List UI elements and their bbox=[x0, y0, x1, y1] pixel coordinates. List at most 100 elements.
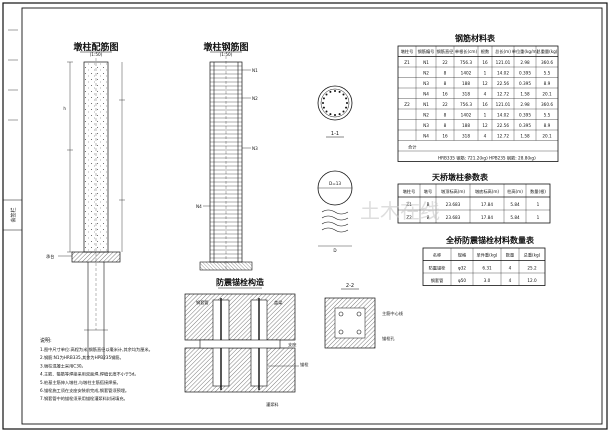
table-cell: 14.02 bbox=[497, 112, 509, 117]
anchor-lower-block bbox=[184, 347, 296, 393]
table-cell: 188 bbox=[462, 123, 470, 128]
anchor-label: 锚栓 bbox=[300, 361, 309, 368]
table-cell: 12 bbox=[482, 81, 488, 86]
table-cell: 4 bbox=[484, 133, 487, 138]
rebar-dot bbox=[342, 110, 345, 113]
dim-h-label: h bbox=[63, 106, 66, 111]
section-1-label: 1-1 bbox=[331, 131, 339, 137]
table-cell: B bbox=[427, 202, 430, 207]
table-cell: 12.72 bbox=[497, 91, 509, 96]
table-cell: 5.84 bbox=[510, 215, 520, 220]
table-cell: N3 bbox=[423, 123, 429, 128]
table-cell: 1402 bbox=[461, 112, 472, 117]
table-header-cell: 根数 bbox=[481, 48, 490, 55]
rebar-dot bbox=[329, 113, 332, 116]
section-1-rebar-dots bbox=[322, 90, 348, 116]
table-header-cell: 名称 bbox=[433, 252, 441, 259]
table-cell: 121.01 bbox=[496, 60, 511, 65]
table-cell: 1 bbox=[537, 215, 540, 220]
table-cell: 8 bbox=[444, 112, 447, 117]
section-2-label: 2-2 bbox=[346, 283, 354, 289]
pile-elevation-title: 墩柱配筋图 bbox=[73, 41, 118, 53]
table-header-cell: 单位重(kg/m) bbox=[512, 48, 539, 55]
side-stamp: 会签栏 bbox=[8, 29, 18, 223]
table-cell: Z2 bbox=[404, 102, 410, 107]
note-line: 2.钢筋:N1为HRB335,其余为HPB235钢筋。 bbox=[40, 354, 124, 361]
table-cell: 16 bbox=[442, 133, 448, 138]
table-cell: 4 bbox=[484, 91, 487, 96]
table-header-cell: 墩号 bbox=[424, 188, 432, 195]
table-cell: N1 bbox=[423, 60, 429, 65]
table-cell: N2 bbox=[423, 112, 429, 117]
table-cell: 14.02 bbox=[497, 70, 509, 75]
table-cell: 5.5 bbox=[544, 70, 551, 75]
rebar-dot bbox=[329, 90, 332, 93]
table-cell: Z1 bbox=[404, 60, 410, 65]
table-header-cell: 总长(m) bbox=[495, 48, 511, 55]
note-line: 7.钢套管中的锚栓须采用锚栓灌浆料封闭填充。 bbox=[40, 395, 128, 402]
sleeve-label: 钢套管 bbox=[196, 299, 209, 306]
table-cell: 318 bbox=[462, 91, 470, 96]
rebar-dot bbox=[338, 113, 341, 116]
table-cell: 钢套管 bbox=[431, 277, 444, 284]
table-cell: 12 bbox=[482, 123, 488, 128]
table-cell: 20.1 bbox=[542, 91, 552, 96]
bearing-label: 支座 bbox=[288, 341, 296, 348]
table-cell: 2.98 bbox=[520, 60, 530, 65]
table-header-cell: 数量(根) bbox=[530, 188, 546, 195]
table-cell: 20.1 bbox=[542, 133, 552, 138]
pile-rebar-title: 墩柱钢筋图 bbox=[203, 41, 248, 53]
table-cell: 1402 bbox=[461, 70, 472, 75]
rebar-dot bbox=[334, 90, 336, 92]
rebar-table-grid: 墩柱号钢筋编号钢筋直径单根长(cm)根数总长(m)单位重(kg/m)总重量(kg… bbox=[397, 45, 559, 162]
pier-params-title: 天桥墩柱参数表 bbox=[432, 172, 489, 182]
table-cell: 22.56 bbox=[497, 123, 509, 128]
table-cell: φ50 bbox=[458, 278, 466, 283]
rebar-dot bbox=[322, 106, 325, 109]
table-border bbox=[422, 247, 546, 286]
table-cell: B bbox=[427, 215, 430, 220]
main-rebar-label: 主筋中心线 bbox=[382, 310, 404, 317]
rebar-dot bbox=[338, 90, 341, 93]
table-cell: 360.6 bbox=[541, 102, 553, 107]
rebar-dot bbox=[346, 102, 348, 104]
table-cell: 17.84 bbox=[481, 215, 493, 220]
table-cell: 188 bbox=[462, 81, 470, 86]
anchor-table-title: 全桥防震锚栓材料数量表 bbox=[445, 235, 535, 245]
rebar-dot bbox=[325, 110, 328, 113]
table-border bbox=[397, 183, 551, 224]
side-stamp-ticks bbox=[8, 29, 18, 121]
table-cell: Z1 bbox=[406, 202, 412, 207]
table-header-cell: 柱高(m) bbox=[507, 188, 523, 195]
label-n1-top: N1 bbox=[252, 68, 258, 73]
table-cell: 8.9 bbox=[544, 81, 551, 86]
table-header-cell: 钢筋编号 bbox=[418, 48, 435, 55]
section-2-2: 2-2 主筋中心线 锚栓孔 bbox=[324, 283, 404, 349]
table-cell: 16 bbox=[442, 91, 448, 96]
rebar-dot bbox=[342, 93, 345, 96]
table-header-cell: 墩柱号 bbox=[403, 188, 416, 195]
table-cell: 5.5 bbox=[544, 112, 551, 117]
grout-label: 灌浆料 bbox=[266, 401, 279, 408]
table-cell: N3 bbox=[423, 81, 429, 86]
table-cell: 12.72 bbox=[497, 133, 509, 138]
table-cell: 8 bbox=[444, 70, 447, 75]
table-cell: 23.683 bbox=[446, 215, 461, 220]
table-cell: 22 bbox=[442, 102, 448, 107]
spiral-dia-label: D=13 bbox=[329, 181, 341, 186]
ground-label: 承台 bbox=[46, 253, 54, 260]
anchor-bolt-label: 锚栓孔 bbox=[382, 335, 395, 342]
table-cell: N1 bbox=[423, 102, 429, 107]
table-cell: 0.395 bbox=[519, 70, 531, 75]
table-cell: 1.58 bbox=[520, 91, 530, 96]
cap-beam-label: 盖梁 bbox=[274, 299, 283, 306]
section-1-1: 1-1 bbox=[317, 85, 353, 138]
table-total-label: 合计 bbox=[408, 143, 416, 150]
rebar-dot bbox=[345, 106, 348, 109]
table-header-cell: 总重(kg) bbox=[524, 252, 541, 258]
rebar-base bbox=[199, 261, 253, 271]
